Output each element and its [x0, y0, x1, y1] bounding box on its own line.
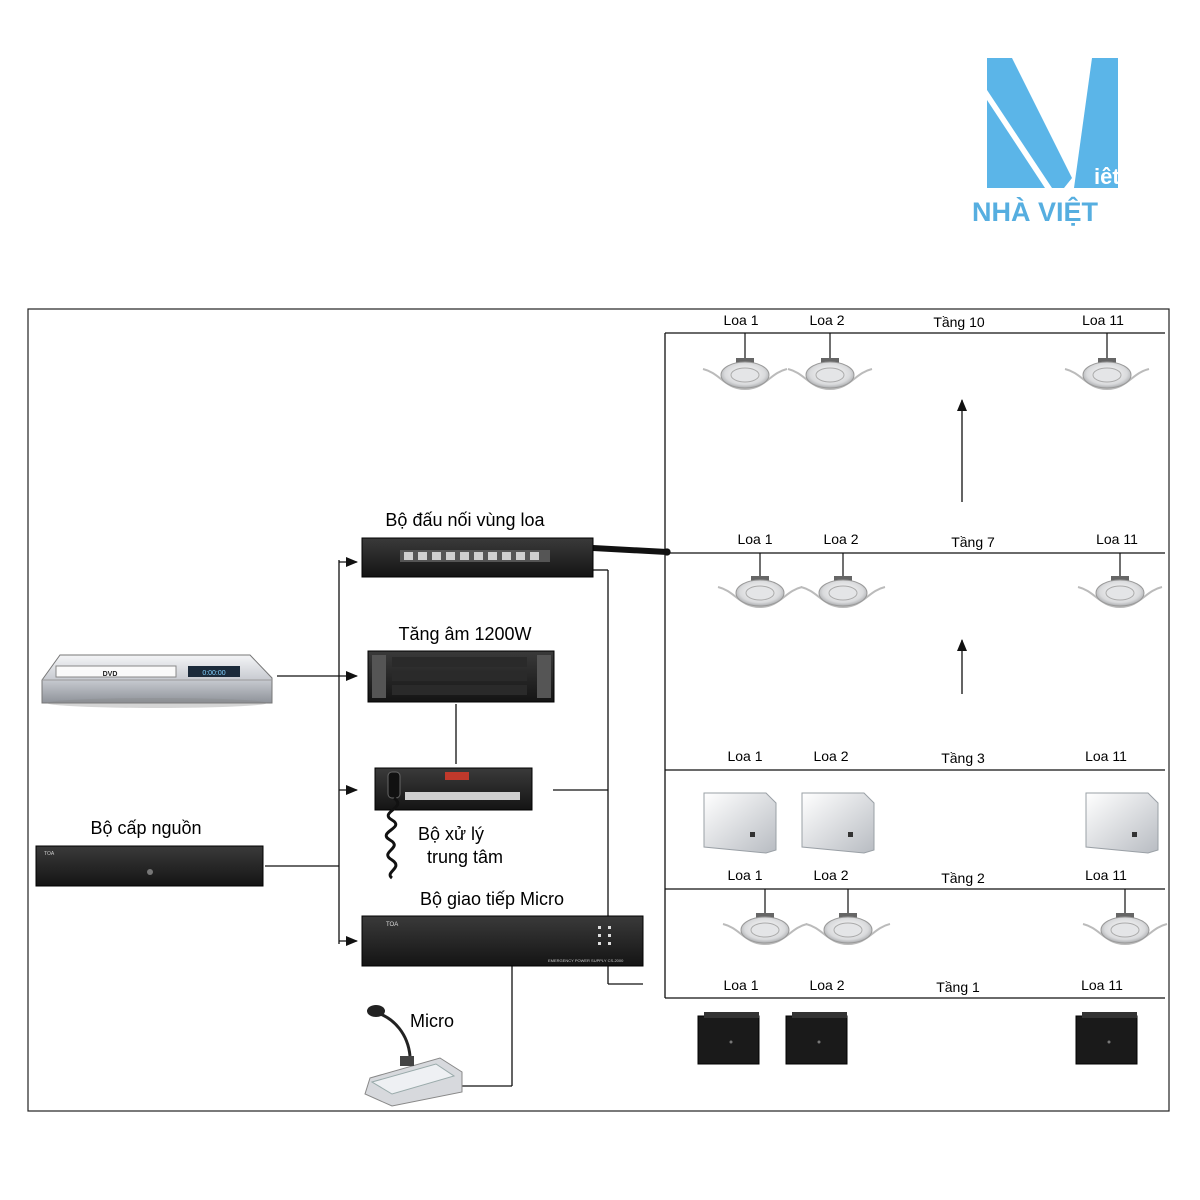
floor-3-speaker-1-label: Loa 1 [727, 748, 762, 764]
floor-2: Tầng 2 Loa 1 Loa 2 Loa 11 [727, 867, 1127, 886]
floor-1-name: Tầng 1 [936, 979, 980, 995]
floor-10-speaker-2-label: Loa 2 [809, 312, 844, 328]
floor-3: Tầng 3 Loa 1 Loa 2 Loa 11 [727, 748, 1127, 766]
floor-3-speaker-11-label: Loa 11 [1085, 748, 1127, 764]
speaker-ceiling-icon [1064, 333, 1150, 391]
speaker-box-black-icon [785, 1012, 848, 1065]
logo-word: iêt [1094, 164, 1120, 189]
speakers [697, 333, 1168, 1065]
floor-7: Tầng 7 Loa 1 Loa 2 Loa 11 [737, 531, 1138, 550]
floor-1-speaker-2-label: Loa 2 [809, 977, 844, 993]
diagram-frame [27, 308, 1170, 1112]
floor-2-speaker-1-label: Loa 1 [727, 867, 762, 883]
power-supply-brand: TOA [44, 851, 55, 857]
speaker-ceiling-icon [805, 889, 891, 946]
speaker-ceiling-icon [787, 333, 873, 391]
label-amplifier: Tăng âm 1200W [398, 624, 531, 644]
dvd-logo: DVD [103, 671, 118, 678]
floor-7-speaker-1-label: Loa 1 [737, 531, 772, 547]
speaker-ceiling-icon [1077, 553, 1163, 609]
mic-interface-model: EMERGENCY POWER SUPPLY CS-2000 [548, 958, 624, 963]
mic-interface-unit: Bộ giao tiếp Micro TOA EMERGENCY POWER S… [361, 889, 644, 967]
speaker-ceiling-icon [722, 889, 808, 946]
dvd-player: DVD 0:00:00 [41, 654, 273, 708]
floor-1-speaker-1-label: Loa 1 [723, 977, 758, 993]
amplifier-unit: Tăng âm 1200W [367, 624, 555, 703]
floor-7-name: Tầng 7 [951, 534, 995, 550]
floor-1-speaker-11-label: Loa 11 [1081, 977, 1123, 993]
floor-10: Tầng 10 Loa 1 Loa 2 Loa 11 [723, 312, 1124, 330]
floor-1: Tầng 1 Loa 1 Loa 2 Loa 11 [723, 977, 1123, 995]
speaker-box-black-icon [1075, 1012, 1138, 1065]
floor-7-speaker-11-label: Loa 11 [1096, 531, 1138, 547]
speaker-ceiling-icon [702, 333, 788, 391]
speaker-wall-white-icon [1085, 792, 1159, 854]
power-supply-unit: Bộ cấp nguồn TOA [35, 818, 264, 887]
floor-3-speaker-2-label: Loa 2 [813, 748, 848, 764]
floor-10-speaker-11-label: Loa 11 [1082, 312, 1124, 328]
floor-2-name: Tầng 2 [941, 870, 985, 886]
speaker-ceiling-icon [1082, 889, 1168, 946]
label-mic-interface: Bộ giao tiếp Micro [420, 889, 564, 909]
floor-10-speaker-1-label: Loa 1 [723, 312, 758, 328]
zone-connector-keys [404, 552, 539, 560]
label-power-supply: Bộ cấp nguồn [90, 818, 201, 838]
central-processor-unit: Bộ xử lý trung tâm [374, 767, 533, 880]
floor-10-name: Tầng 10 [933, 314, 985, 330]
microphone-console: Micro [364, 1005, 463, 1107]
label-speaker-zone-connector: Bộ đấu nối vùng loa [385, 510, 545, 530]
label-processor-line1: Bộ xử lý [418, 824, 484, 844]
speaker-ceiling-icon [717, 553, 803, 609]
logo: iêt NHÀ VIỆT [972, 58, 1120, 227]
label-processor-line2: trung tâm [427, 847, 503, 867]
floor-2-speaker-2-label: Loa 2 [813, 867, 848, 883]
floor-3-name: Tầng 3 [941, 750, 985, 766]
speaker-zone-connector-unit: Bộ đấu nối vùng loa [361, 510, 594, 578]
speaker-wall-white-icon [801, 792, 875, 854]
floor-7-speaker-2-label: Loa 2 [823, 531, 858, 547]
speaker-wall-white-icon [703, 792, 777, 854]
dvd-display-time: 0:00:00 [202, 670, 225, 677]
label-microphone: Micro [410, 1011, 454, 1031]
logo-brand: NHÀ VIỆT [972, 196, 1099, 227]
wiring [265, 332, 1165, 1087]
speaker-ceiling-icon [800, 553, 886, 609]
mic-interface-brand: TOA [386, 922, 398, 928]
floor-2-speaker-11-label: Loa 11 [1085, 867, 1127, 883]
speaker-box-black-icon [697, 1012, 760, 1065]
